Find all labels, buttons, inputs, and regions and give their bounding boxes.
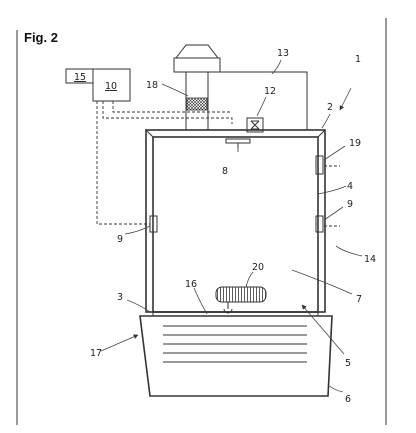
fan-symbol: [250, 120, 260, 130]
housing-13: [208, 71, 308, 130]
label-15: 15: [74, 72, 86, 83]
cabinet-inner: [152, 136, 319, 313]
leader-2: [321, 113, 331, 129]
label-19: 19: [349, 138, 361, 149]
leader-1: [339, 87, 352, 111]
label-10: 10: [105, 81, 117, 92]
label-4: 4: [347, 181, 353, 192]
label-9-left: 9: [117, 234, 123, 245]
leader-7: [291, 269, 353, 295]
label-18: 18: [146, 80, 158, 91]
leader-20: [245, 271, 254, 288]
label-1: 1: [355, 54, 361, 65]
label-16: 16: [185, 279, 197, 290]
label-7: 7: [356, 294, 362, 305]
filter-mesh: [186, 97, 208, 111]
label-17: 17: [90, 348, 102, 359]
control-unit-box-10: [92, 68, 131, 102]
label-13: 13: [277, 48, 289, 59]
leader-13: [271, 59, 282, 75]
figure-title: Fig. 2: [24, 30, 58, 45]
control-line-3: [96, 101, 150, 225]
label-9-right: 9: [347, 199, 353, 210]
element-9-right: [315, 215, 324, 233]
label-14: 14: [364, 254, 376, 265]
leader-9-right: [323, 206, 344, 221]
label-2: 2: [327, 102, 333, 113]
label-3: 3: [117, 292, 123, 303]
label-20: 20: [252, 262, 264, 273]
element-8: [225, 138, 251, 144]
leader-16: [193, 287, 208, 315]
label-6: 6: [345, 394, 351, 405]
leader-17: [100, 334, 139, 352]
leader-18: [161, 83, 189, 97]
label-8: 8: [222, 166, 228, 177]
label-5: 5: [345, 358, 351, 369]
leader-12: [256, 96, 267, 117]
drawer-17: [139, 315, 333, 397]
label-12: 12: [264, 86, 276, 97]
heater-20: [215, 286, 267, 303]
control-line-2: [112, 101, 232, 113]
leader-9-left: [124, 225, 151, 235]
leader-4: [317, 185, 347, 195]
leader-14: [335, 245, 363, 257]
leader-19: [323, 145, 346, 161]
leader-6: [327, 384, 344, 393]
leader-5: [301, 304, 345, 355]
drawer-lines: [163, 325, 307, 363]
fan-unit-12: [246, 117, 264, 133]
leader-3: [126, 299, 151, 313]
element-9-left: [149, 215, 158, 233]
exhaust-collar: [173, 57, 221, 73]
control-line-1: [102, 101, 233, 124]
heater-hook: [223, 302, 233, 314]
element-19: [315, 155, 324, 175]
cabinet-outer: [145, 129, 326, 313]
exhaust-hood: [174, 44, 220, 59]
